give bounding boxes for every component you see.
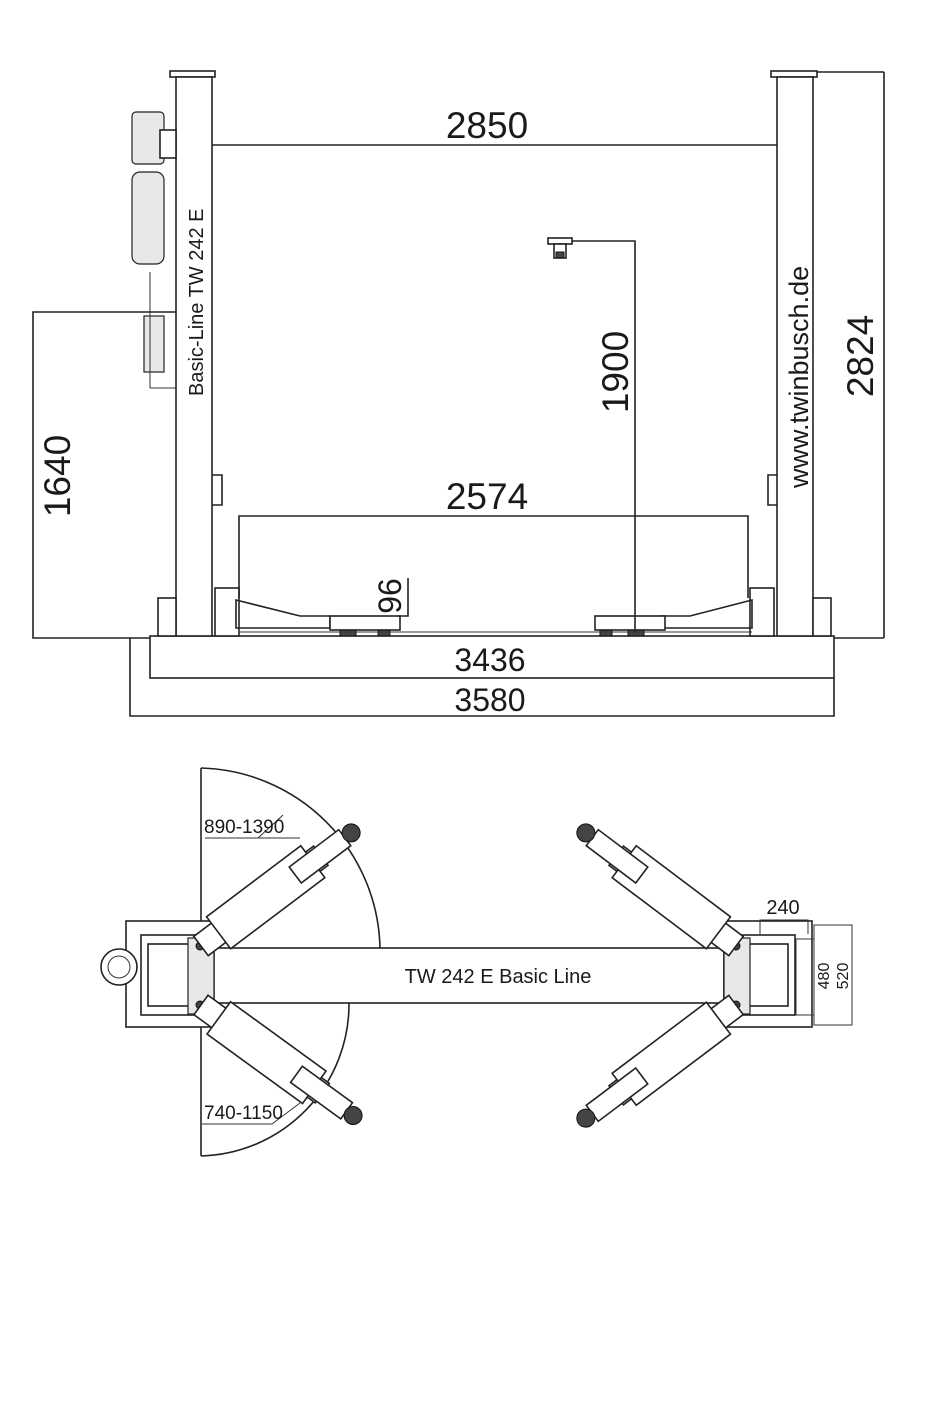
dim-total-height: 2824 (840, 315, 881, 397)
arms-front (215, 588, 774, 636)
left-column-label: Basic-Line TW 242 E (186, 209, 208, 397)
motor-icon (101, 949, 137, 985)
top-view: 890-1390 740-1150 TW 242 E Basic Line (101, 768, 852, 1156)
front-view: Basic-Line TW 242 E www.twinbusch.de 285… (33, 71, 884, 718)
dim-height-left: 1640 (37, 435, 78, 517)
center-label: TW 242 E Basic Line (405, 966, 592, 988)
dim-column-spacing: 2850 (446, 105, 528, 146)
arm-upper-right (567, 811, 748, 962)
dim-lift-height: 1900 (595, 331, 636, 413)
dim-line-1900 (572, 241, 635, 632)
arm-range-short: 740-1150 (204, 1103, 283, 1124)
dim-base-width: 3436 (454, 642, 525, 678)
dim-inner-width: 2574 (446, 476, 528, 517)
dim-line-2574 (239, 516, 748, 598)
dim-min-height: 96 (372, 578, 408, 614)
dim-column-depth-inner: 480 (816, 963, 833, 990)
arm-range-long: 890-1390 (204, 817, 284, 838)
left-column (132, 71, 222, 636)
dim-total-width: 3580 (454, 682, 525, 718)
arm-lower-right (567, 989, 748, 1140)
right-column-label: www.twinbusch.de (784, 266, 814, 489)
dim-column-depth-outer: 520 (835, 963, 852, 990)
dim-column-width: 240 (766, 897, 799, 919)
lift-pad-raised (548, 238, 572, 258)
motor-unit (132, 112, 164, 164)
